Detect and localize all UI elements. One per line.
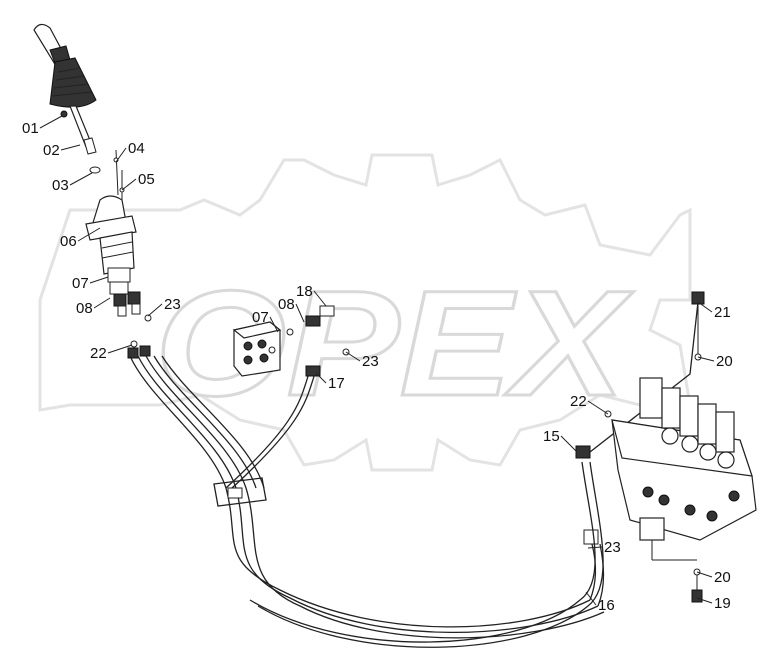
joystick-assembly [33, 23, 137, 295]
callout-label-c21: 21 [714, 304, 731, 321]
callout-label-c04: 04 [128, 140, 145, 157]
callout-label-c01: 01 [22, 120, 39, 137]
manifold-block [232, 305, 350, 377]
watermark-text: OPEX [155, 259, 634, 427]
callout-leader-c23c [587, 546, 603, 549]
callout-leader-c19 [696, 597, 713, 604]
callout-leader-c08a [93, 297, 111, 309]
callout-label-c08a: 08 [76, 300, 93, 317]
callout-leader-c05 [121, 178, 137, 191]
callout-label-c02: 02 [43, 142, 60, 159]
main-control-valve [611, 377, 757, 603]
callout-leader-c18 [313, 290, 327, 307]
callout-leader-c04 [115, 147, 127, 163]
watermark-gear [38, 153, 692, 472]
callout-label-c23c: 23 [604, 539, 621, 556]
callout-leader-c23b [345, 351, 361, 362]
callout-label-c07a: 07 [72, 275, 89, 292]
callout-leader-c22a [107, 344, 133, 354]
callout-leader-c20a [697, 356, 715, 362]
callout-leader-c02 [60, 144, 81, 151]
callout-label-c20a: 20 [716, 353, 733, 370]
callout-leader-c01 [39, 115, 63, 129]
callout-leader-c20b [696, 571, 713, 578]
callout-label-c15: 15 [543, 428, 560, 445]
callout-leader-c06 [77, 227, 101, 242]
callout-leader-c17 [315, 372, 327, 384]
callout-label-c20b: 20 [714, 569, 731, 586]
callout-leader-c21 [697, 301, 713, 313]
callout-leader-c03 [69, 172, 93, 186]
callout-label-c19: 19 [714, 595, 731, 612]
joystick-boot [49, 57, 97, 108]
callout-leader-c07a [89, 276, 109, 284]
callout-label-c08b: 08 [278, 296, 295, 313]
fitting-stack [113, 291, 152, 359]
pilot-hose-bundle [129, 355, 605, 639]
spring-02 [83, 137, 97, 155]
callout-label-c17: 17 [328, 375, 345, 392]
hose-15 [249, 291, 705, 648]
callout-leader-c23a [147, 303, 163, 317]
callout-label-c23a: 23 [164, 296, 181, 313]
callout-label-c03: 03 [52, 177, 69, 194]
callout-label-c22a: 22 [90, 345, 107, 362]
callout-label-c07b: 07 [252, 309, 269, 326]
callout-label-c05: 05 [138, 171, 155, 188]
callout-leader-c16 [585, 591, 597, 606]
callout-leader-c15 [560, 435, 577, 452]
callout-label-c16: 16 [598, 597, 615, 614]
washer-03 [89, 166, 101, 174]
callout-label-c23b: 23 [362, 353, 379, 370]
callout-leader-c22b [587, 400, 609, 415]
callout-label-c18: 18 [296, 283, 313, 300]
ball-01 [60, 110, 68, 118]
callout-label-c22b: 22 [570, 393, 587, 410]
callout-leader-c07b [269, 316, 279, 333]
callout-label-c06: 06 [60, 233, 77, 250]
callout-leader-c08b [295, 303, 305, 323]
